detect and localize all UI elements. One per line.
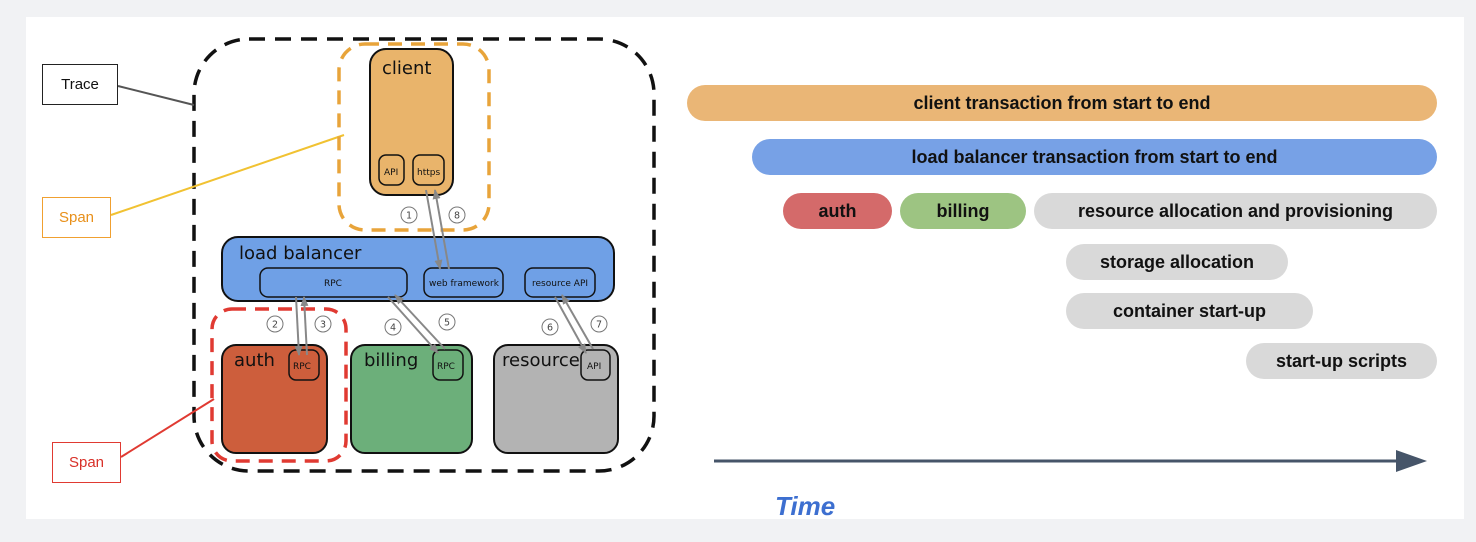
step-badge-1: 1 [400,206,418,224]
timeline-bar-container-start-up: container start-up [1066,293,1313,329]
step-number-8: 8 [454,211,460,222]
timeline-bar-auth: auth [783,193,892,229]
trace-boundary [192,37,656,473]
billing-rpc-label: RPC [437,362,455,372]
span-auth-callout-line [120,398,215,458]
lb-rpc-label: RPC [324,279,342,289]
lb-resource-api-endpoint [524,267,596,298]
timeline-bar-start-up-scripts: start-up scripts [1246,343,1437,379]
step-badge-6: 6 [541,318,559,336]
step-number-6: 6 [547,323,553,334]
span-client-boundary [337,42,491,232]
billing-label: billing [364,350,418,371]
arrow-step-2 [294,296,303,356]
arrow-step-3 [300,296,309,356]
step-badge-4: 4 [384,318,402,336]
auth-rpc-label: RPC [293,362,311,372]
client-https-endpoint [412,154,445,186]
client-label: client [382,58,431,79]
resource-api-endpoint [580,349,611,381]
timeline-bar-billing: billing [900,193,1026,229]
resource-api-label: API [587,362,601,372]
step-badge-2: 2 [266,315,284,333]
timeline-bar-load-balancer: load balancer transaction from start to … [752,139,1437,175]
arrow-step-1 [425,189,443,270]
arrow-step-4 [387,296,439,354]
client-https-label: https [417,168,440,178]
step-number-1: 1 [406,211,412,222]
step-badge-5: 5 [438,313,456,331]
timeline-bar-storage-allocation: storage allocation [1066,244,1288,280]
lb-resource-api-label: resource API [532,279,588,289]
architecture-diagram: client API https load balancer RPC web f… [110,37,1427,473]
arrow-step-5 [394,294,446,350]
arrow-step-6 [554,296,587,354]
client-api-endpoint [378,154,405,186]
step-number-5: 5 [444,318,450,329]
lb-rpc-endpoint [259,267,408,298]
resource-label: resource [502,350,580,371]
lb-web-framework-endpoint [423,267,504,298]
auth-label: auth [234,350,275,371]
step-badge-8: 8 [448,206,466,224]
step-number-7: 7 [596,320,602,331]
span-client-callout-line [110,134,345,216]
time-axis-label: Time [775,491,836,521]
arrow-step-8 [432,189,450,270]
trace-callout: Trace [42,64,118,105]
step-badge-7: 7 [590,315,608,333]
auth-rpc-endpoint [288,349,320,381]
span-auth-boundary [210,307,348,463]
lb-web-framework-label: web framework [429,279,500,289]
step-number-3: 3 [320,320,326,331]
timeline-bar-client: client transaction from start to end [687,85,1437,121]
arrow-step-7 [561,294,594,350]
client-api-label: API [384,168,398,178]
trace-callout-line [117,85,195,106]
load-balancer-label: load balancer [239,243,362,264]
timeline-bar-resource-allocation: resource allocation and provisioning [1034,193,1437,229]
time-axis-arrowhead [1396,450,1427,472]
span-auth-callout: Span [52,442,121,483]
figure-canvas: client API https load balancer RPC web f… [26,17,1464,521]
step-number-4: 4 [390,323,396,334]
billing-rpc-endpoint [432,349,464,381]
step-number-2: 2 [272,320,278,331]
span-client-callout: Span [42,197,111,238]
step-badge-3: 3 [314,315,332,333]
